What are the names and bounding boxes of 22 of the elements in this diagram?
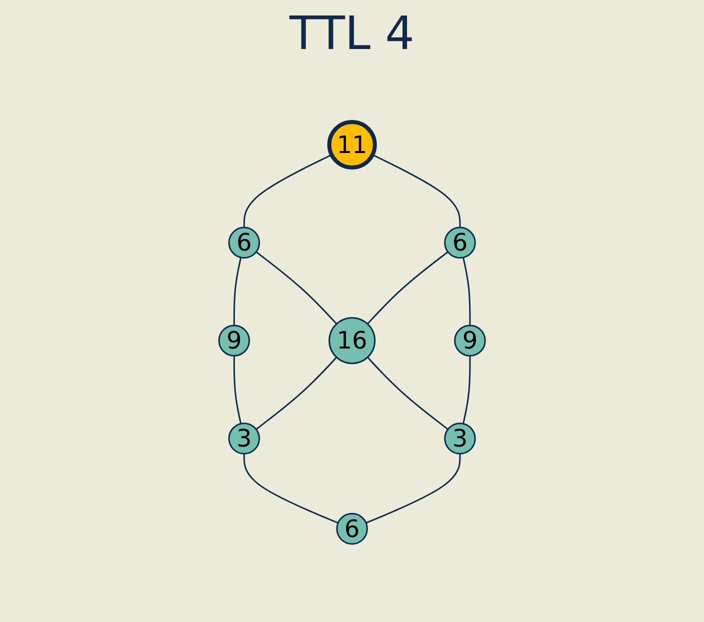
- connector: [243, 154, 332, 228]
- connector: [366, 453, 461, 524]
- node-circle: 11: [327, 120, 377, 170]
- node-circle: 3: [228, 422, 260, 454]
- connector: [233, 355, 242, 424]
- connector: [233, 256, 242, 326]
- connector: [372, 154, 461, 228]
- connector: [366, 250, 448, 324]
- connector: [462, 355, 471, 424]
- node-circle: 6: [336, 512, 368, 544]
- connector: [256, 356, 338, 430]
- node-circle: 6: [444, 226, 476, 258]
- node-circle: 16: [328, 316, 376, 364]
- node-circle: 9: [218, 324, 250, 356]
- connector: [256, 250, 338, 324]
- node-circle: 6: [228, 226, 260, 258]
- node-circle: 3: [444, 422, 476, 454]
- connector: [243, 453, 338, 524]
- connector: [366, 356, 448, 430]
- node-circle: 9: [454, 324, 486, 356]
- diagram-title: TTL 4: [288, 6, 416, 60]
- connector: [462, 256, 471, 326]
